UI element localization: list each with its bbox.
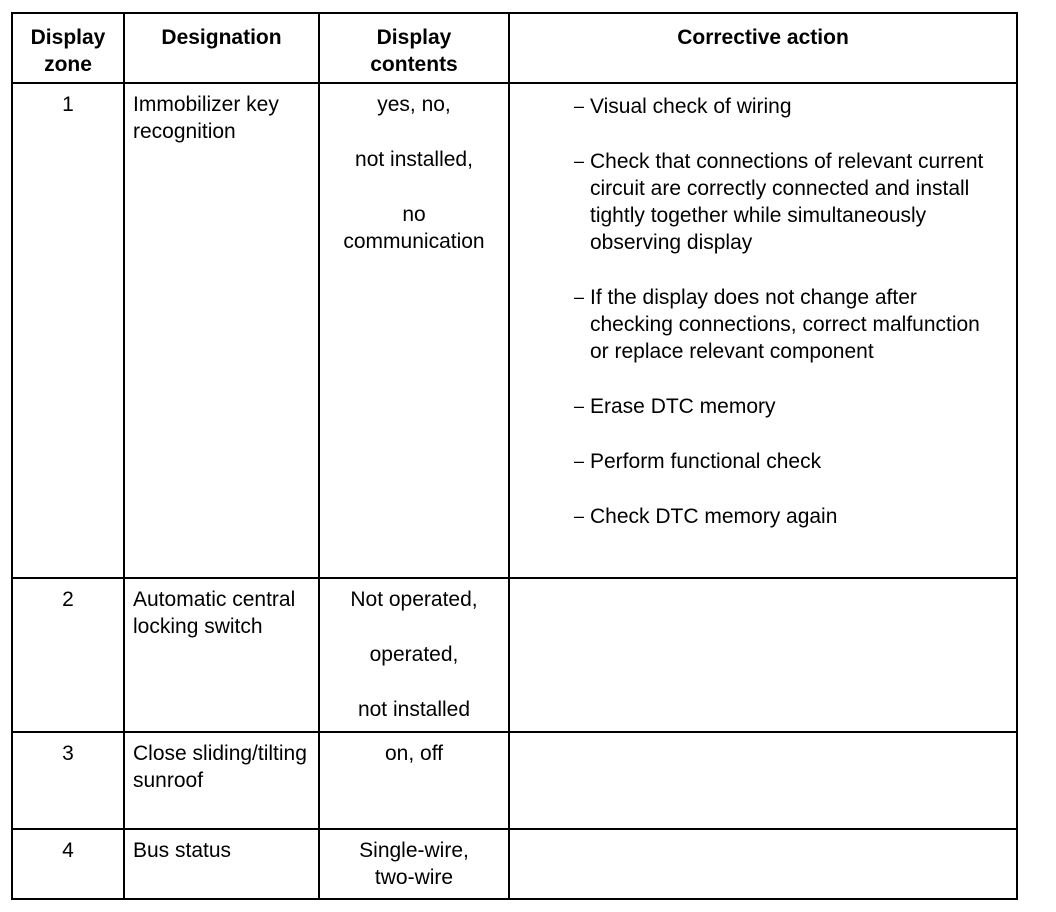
contents-cell: Single-wire, two-wire — [318, 828, 510, 900]
header-row: Display zone Designation Display content… — [11, 12, 1018, 84]
header-display-zone: Display zone — [11, 12, 125, 84]
action-text: Erase DTC memory — [590, 395, 776, 418]
action-text: Visual check of wiring — [590, 95, 792, 118]
dash-bullet: – — [574, 287, 585, 307]
contents-line: not installed, — [355, 148, 473, 171]
diagnostic-table: Display zone Designation Display content… — [11, 12, 1018, 900]
corrective-action-cell — [508, 828, 1018, 900]
header-display-contents-line2: contents — [370, 53, 458, 76]
zone-cell: 2 — [11, 577, 125, 733]
contents-cell: Not operated, operated, not installed — [318, 577, 510, 733]
table-row: 4 Bus status Single-wire, two-wire — [11, 828, 1018, 900]
designation-cell: Close sliding/tilting sunroof — [123, 731, 320, 830]
contents-line: Single-wire, — [359, 839, 469, 862]
action-item: –If the display does not change after ch… — [574, 284, 996, 365]
dash-bullet: – — [574, 451, 585, 471]
dash-bullet: – — [574, 396, 585, 416]
header-corrective-action: Corrective action — [508, 12, 1018, 84]
zone-cell: 4 — [11, 828, 125, 900]
contents-line: yes, no, — [377, 93, 451, 116]
dash-bullet: – — [574, 96, 585, 116]
designation-cell: Bus status — [123, 828, 320, 900]
contents-line: not installed — [357, 698, 471, 721]
corrective-action-cell — [508, 731, 1018, 830]
action-text: Check that connections of relevant curre… — [590, 150, 984, 254]
dash-bullet: – — [574, 506, 585, 526]
designation-cell: Automatic central locking switch — [123, 577, 320, 733]
action-item: –Perform functional check — [574, 448, 996, 475]
header-display-contents: Display contents — [318, 12, 510, 84]
dash-bullet: – — [574, 151, 585, 171]
header-designation: Designation — [123, 12, 320, 84]
header-display-zone-line2: zone — [44, 53, 92, 76]
header-display-zone-line1: Display — [30, 26, 106, 49]
contents-line: communication — [343, 230, 485, 253]
contents-line: two-wire — [374, 866, 454, 889]
action-item: –Visual check of wiring — [574, 93, 996, 120]
action-item: –Check that connections of relevant curr… — [574, 148, 996, 256]
contents-cell: on, off — [318, 731, 510, 830]
action-text: Check DTC memory again — [590, 505, 838, 528]
corrective-action-cell — [508, 577, 1018, 733]
action-item: –Check DTC memory again — [574, 503, 996, 530]
action-item: –Erase DTC memory — [574, 393, 996, 420]
table-row: 2 Automatic central locking switch Not o… — [11, 577, 1018, 733]
zone-cell: 1 — [11, 82, 125, 579]
zone-cell: 3 — [11, 731, 125, 830]
contents-line: on, off — [385, 742, 443, 765]
action-text: If the display does not change after che… — [590, 286, 980, 363]
header-display-contents-line1: Display — [376, 26, 452, 49]
designation-cell: Immobilizer key recognition — [123, 82, 320, 579]
table-row: 3 Close sliding/tilting sunroof on, off — [11, 731, 1018, 830]
corrective-action-cell: –Visual check of wiring –Check that conn… — [508, 82, 1018, 579]
action-text: Perform functional check — [590, 450, 822, 473]
contents-cell: yes, no, not installed, no communication — [318, 82, 510, 579]
contents-line: Not operated, — [350, 588, 478, 611]
contents-line: operated, — [369, 643, 459, 666]
table-row: 1 Immobilizer key recognition yes, no, n… — [11, 82, 1018, 579]
contents-line: no — [402, 203, 426, 226]
